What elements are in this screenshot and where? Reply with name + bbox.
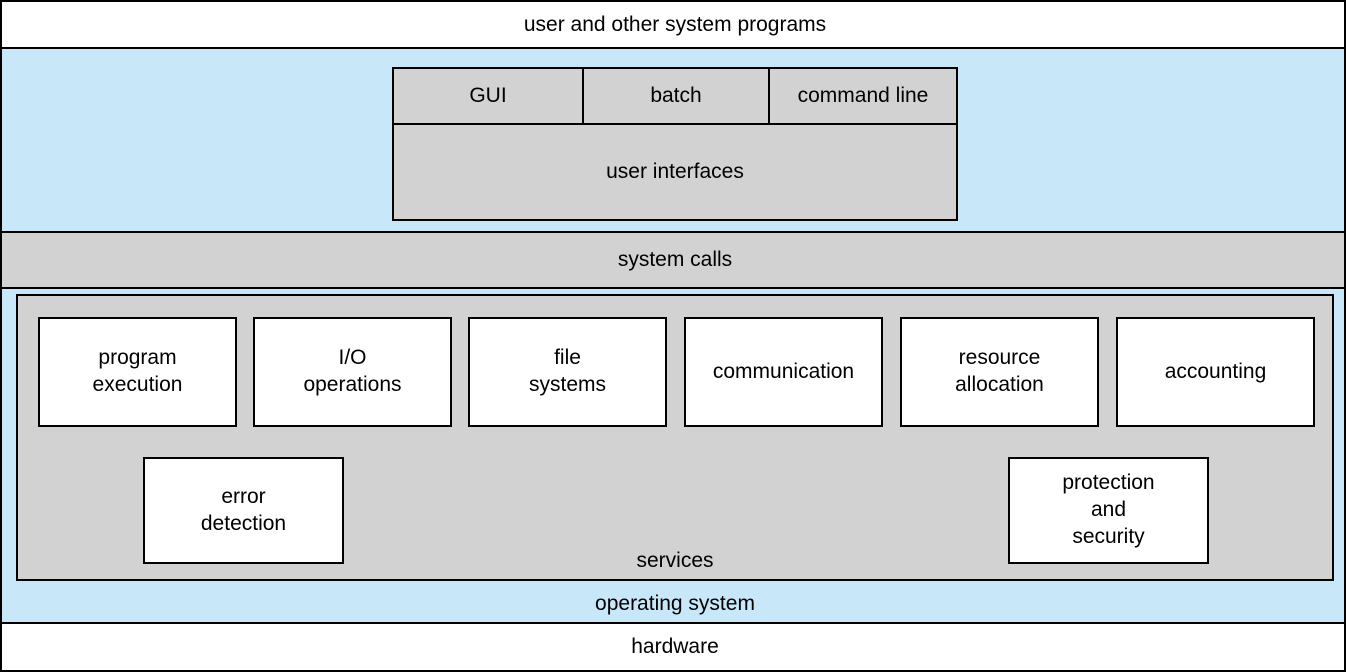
layer-hardware-label: hardware: [631, 635, 719, 658]
services-panel-label: services: [18, 549, 1332, 573]
layer-user-and-other-system-programs: user and other system programs: [2, 2, 1344, 49]
layer-operating-system-label: operating system: [595, 592, 755, 615]
service-communication[interactable]: communication: [684, 317, 883, 427]
service-io-operations-label: I/O operations: [303, 346, 402, 396]
interface-mode-batch[interactable]: batch: [582, 69, 768, 123]
services-label-text: services: [636, 549, 714, 572]
interface-mode-command-line-label: command line: [797, 84, 929, 107]
interface-mode-gui[interactable]: GUI: [394, 69, 582, 123]
service-resource-allocation-label: resource allocation: [955, 346, 1044, 396]
service-error-detection-label: error detection: [200, 484, 287, 535]
user-interface-modes-row: GUI batch command line: [394, 69, 956, 125]
user-interfaces-label: user interfaces: [606, 160, 744, 183]
layer-operating-system: program execution I/O operations file sy…: [2, 289, 1344, 624]
service-io-operations[interactable]: I/O operations: [253, 317, 452, 427]
service-accounting[interactable]: accounting: [1116, 317, 1315, 427]
service-accounting-label: accounting: [1164, 359, 1267, 383]
service-program-execution[interactable]: program execution: [38, 317, 237, 427]
service-protection-and-security-label: protection and security: [1062, 471, 1155, 548]
service-protection-and-security[interactable]: protection and security: [1008, 457, 1209, 564]
layer-user-interfaces-region: GUI batch command line user interfaces: [2, 49, 1344, 233]
service-program-execution-label: program execution: [92, 346, 183, 396]
interface-mode-gui-label: GUI: [469, 84, 507, 107]
service-file-systems[interactable]: file systems: [468, 317, 667, 427]
layer-user-programs-label: user and other system programs: [523, 12, 827, 36]
service-communication-label: communication: [712, 359, 855, 383]
interface-mode-command-line[interactable]: command line: [768, 69, 956, 123]
layer-hardware: hardware: [2, 624, 1344, 670]
layer-system-calls: system calls: [2, 233, 1344, 289]
user-interfaces-panel: GUI batch command line user interfaces: [392, 67, 958, 221]
interface-mode-batch-label: batch: [650, 84, 702, 107]
user-interfaces-panel-label-area: user interfaces: [394, 125, 956, 219]
service-resource-allocation[interactable]: resource allocation: [900, 317, 1099, 427]
service-error-detection[interactable]: error detection: [143, 457, 344, 564]
layer-system-calls-label: system calls: [617, 248, 733, 271]
services-panel: program execution I/O operations file sy…: [16, 294, 1334, 581]
service-file-systems-label: file systems: [528, 346, 606, 396]
layer-operating-system-label-area: operating system: [2, 586, 1344, 622]
